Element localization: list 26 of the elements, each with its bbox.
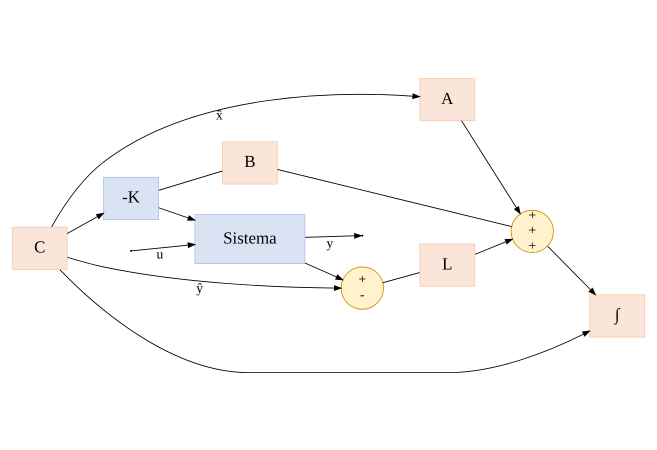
node-box: A (419, 77, 476, 121)
node-box: B (222, 140, 278, 184)
node-circle: + - (340, 266, 384, 310)
arrow (51, 92, 421, 227)
node-box: ∫ (589, 294, 646, 338)
node-box: L (419, 243, 476, 286)
arrow (66, 256, 342, 291)
arrow (59, 268, 591, 373)
node-box: -K (103, 176, 159, 220)
node-box: C (12, 226, 68, 270)
connector (158, 170, 223, 190)
edge-label: ŷ (196, 280, 204, 295)
edge-label: u (156, 246, 164, 261)
arrow (461, 120, 521, 214)
arrow (547, 245, 596, 296)
edge-label: y (326, 234, 334, 250)
arrow (132, 242, 196, 251)
edge-label: x̂ (216, 107, 223, 122)
arrow (474, 238, 514, 254)
node-box: Sistema (194, 214, 306, 264)
arrow (304, 262, 344, 280)
connector (382, 272, 420, 283)
arrow (66, 212, 105, 234)
node-circle: + + + (510, 209, 554, 252)
arrow (158, 206, 196, 220)
connector (276, 168, 512, 226)
